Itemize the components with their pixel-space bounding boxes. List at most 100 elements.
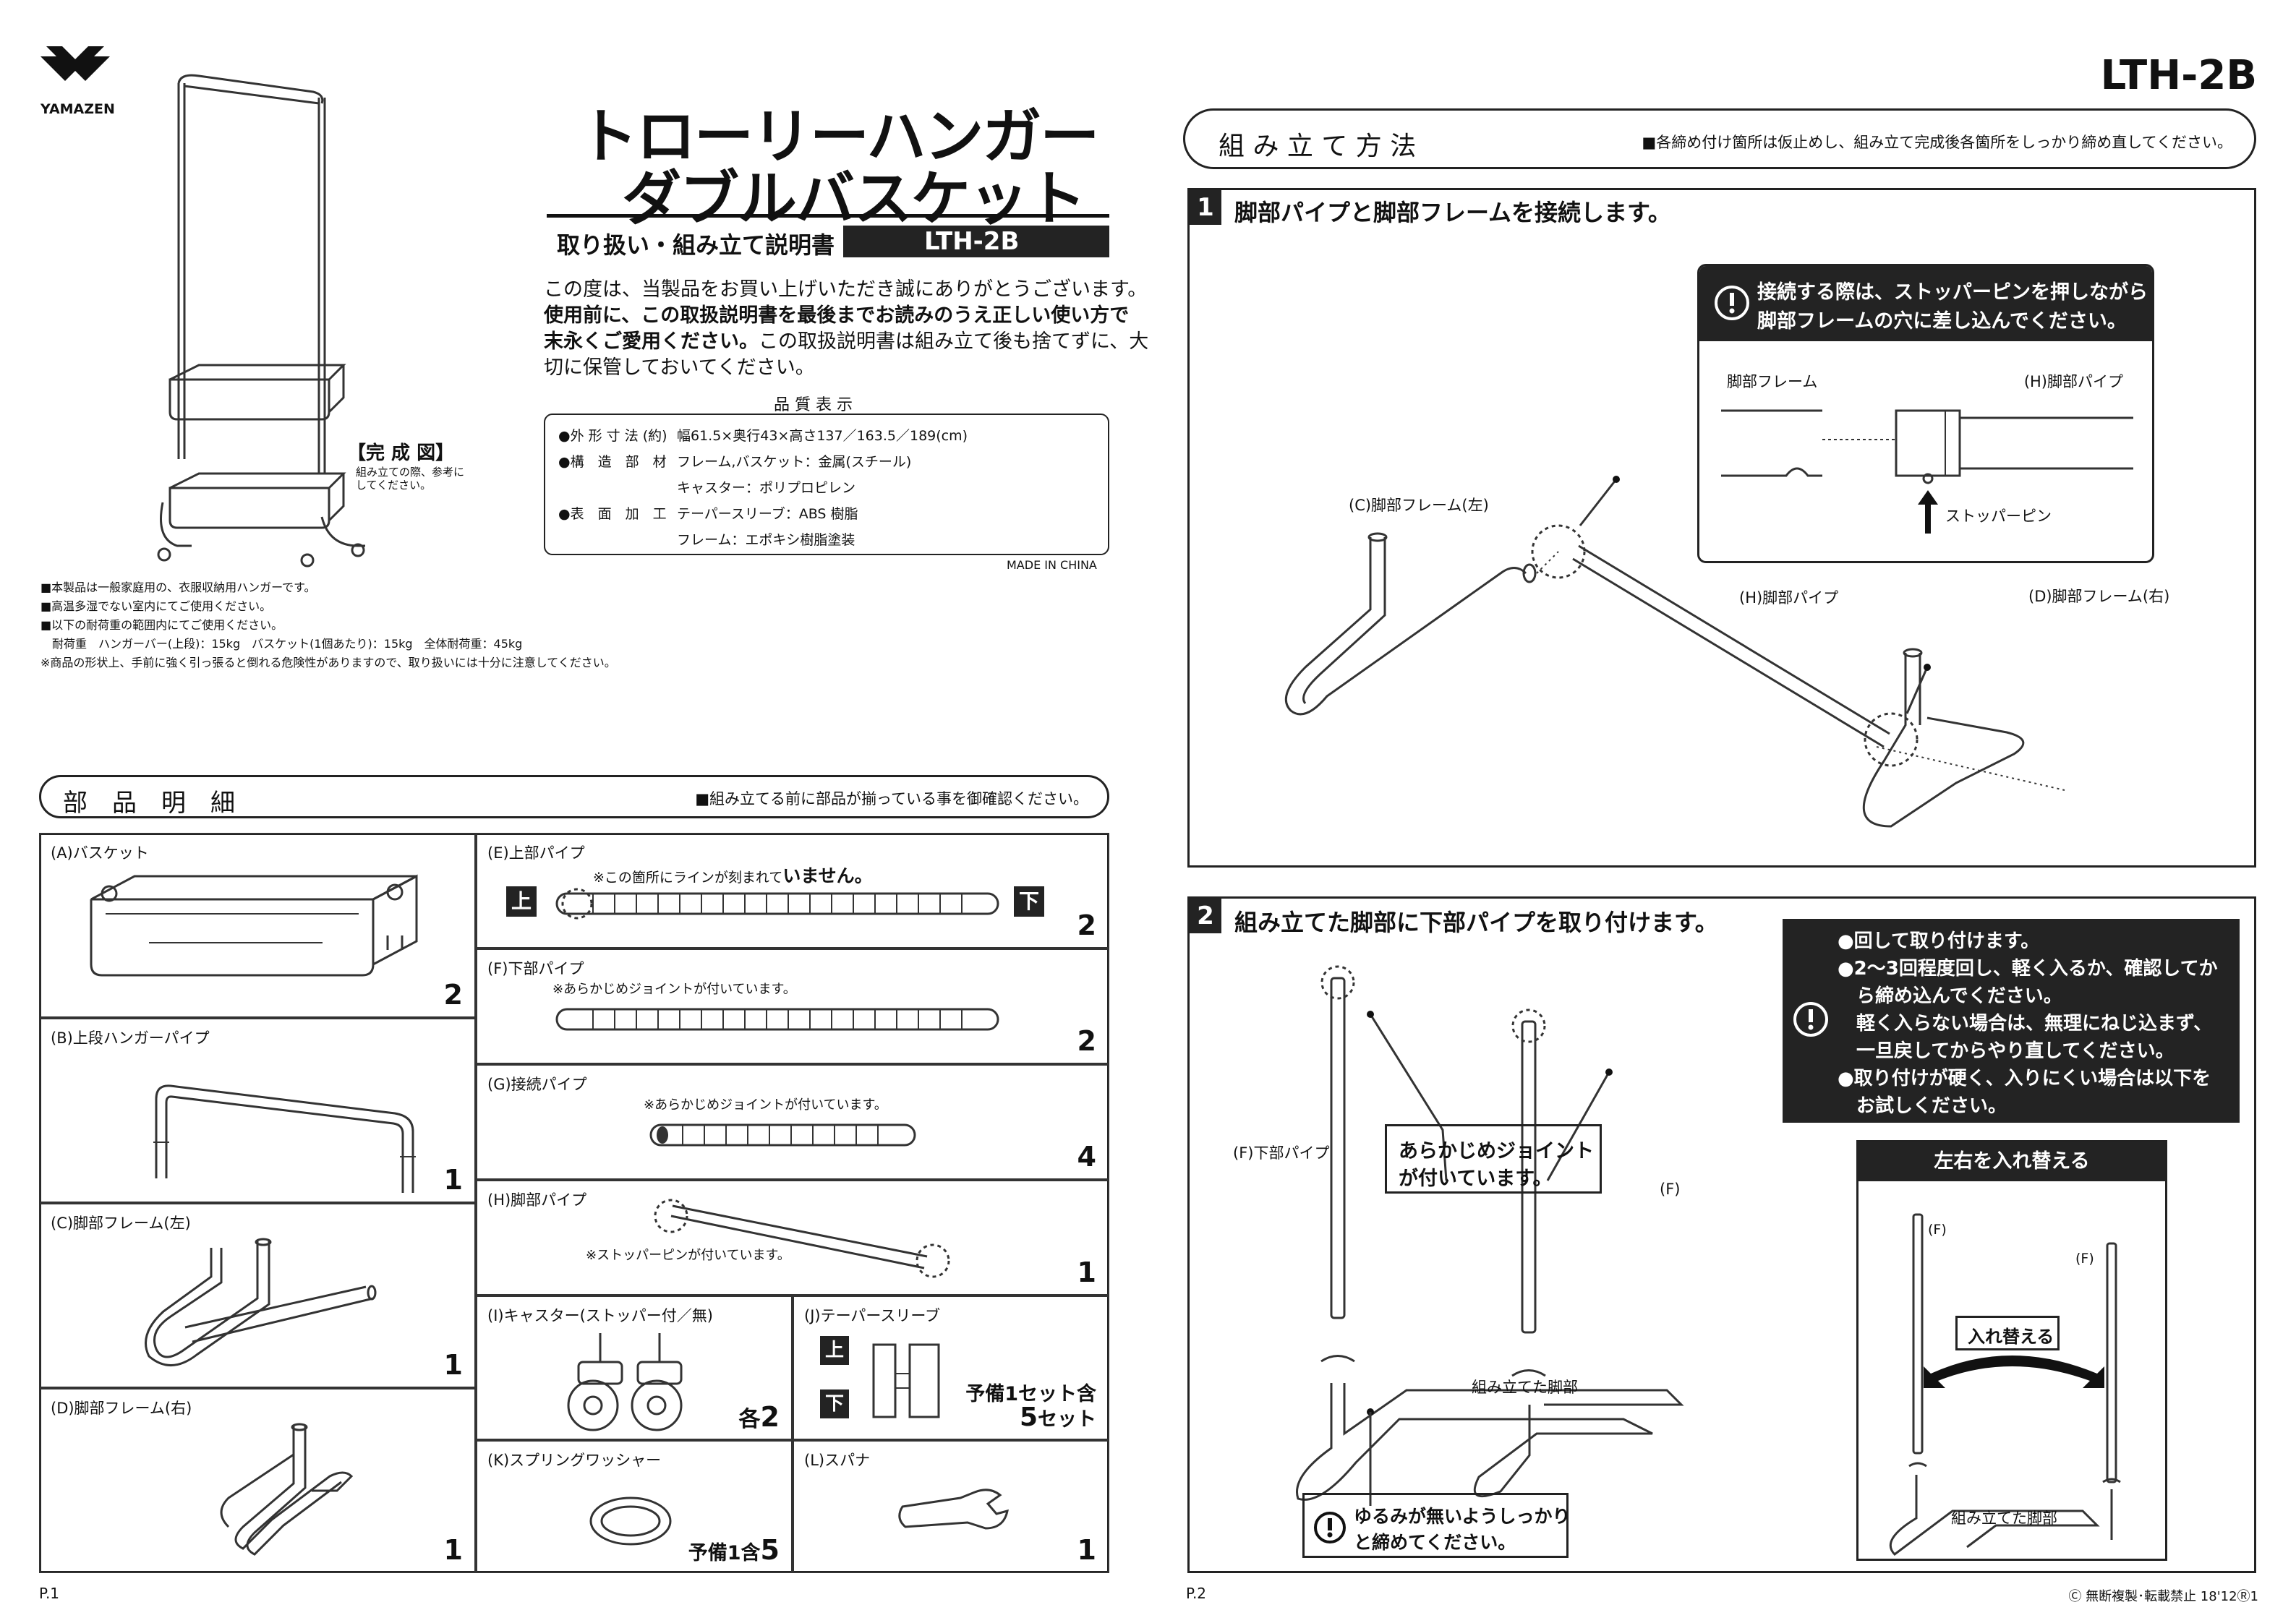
part-h-cell: (H)脚部パイプ ※ストッパーピンが付いています。 1	[476, 1180, 1109, 1296]
part-d-label: (D)脚部フレーム(右)	[51, 1400, 192, 1417]
brand-name: YAMAZEN	[40, 101, 115, 117]
title-line-1: トローリーハンガー	[579, 103, 1099, 171]
part-e-note: ※この箇所にラインが刻まれていません。	[593, 862, 873, 888]
stopper-callout: 接続する際は、ストッパーピンを押しながら 脚部フレームの穴に差し込んでください。…	[1697, 264, 2154, 563]
swap-title: 左右を入れ替える	[1858, 1142, 2165, 1181]
part-d-qty: 1	[443, 1534, 463, 1566]
part-e-note-emph: いません。	[782, 865, 873, 886]
assembly-heading: 組 み 立 て 方 法	[1219, 132, 1417, 161]
part-e-top-badge: 上	[506, 886, 537, 917]
part-f-qty: 2	[1077, 1025, 1096, 1057]
swap-label-box: 入れ替える	[1955, 1316, 2060, 1350]
caster-illustration	[567, 1333, 683, 1431]
quality-label-3: ●表 面 加 工	[558, 506, 667, 522]
rotate-warning-1: ●2～3回程度回し、軽く入るか、確認してか	[1838, 958, 2218, 980]
taper-sleeve-illustration	[872, 1343, 940, 1418]
part-c-label: (C)脚部フレーム(左)	[51, 1215, 191, 1232]
part-h-note: ※ストッパーピンが付いています。	[586, 1248, 790, 1263]
quality-box: ●外 形 寸 法 (約) 幅61.5×奥行43×高さ137／163.5／189(…	[544, 414, 1109, 555]
part-j-top-badge: 上	[820, 1336, 849, 1365]
part-i-cell: (I)キャスター(ストッパー付／無) 各2	[476, 1296, 793, 1440]
complete-note-1: 組み立ての際、参考に	[356, 466, 465, 479]
part-i-qty-value: 2	[760, 1401, 780, 1433]
callout-frame-label: 脚部フレーム	[1727, 373, 1818, 390]
model-badge-text: LTH-2B	[924, 227, 1020, 256]
part-i-label: (I)キャスター(ストッパー付／無)	[487, 1307, 713, 1324]
header-model: LTH-2B	[2100, 52, 2257, 99]
step-1-illustration	[1284, 476, 2065, 828]
parts-heading: 部 品 明 細	[63, 789, 235, 818]
complete-note-2: してください。	[356, 479, 432, 492]
quality-value-4: フレーム：エポキシ樹脂塗装	[677, 532, 855, 548]
part-k-qty-value: 5	[760, 1534, 780, 1566]
right-frame-illustration	[220, 1423, 354, 1556]
step-2-f-right-label: (F)	[1660, 1181, 1681, 1198]
rotate-warning-6: お試しください。	[1838, 1095, 2007, 1117]
rotate-warning-icon	[1793, 1002, 1828, 1037]
part-j-label: (J)テーパースリーブ	[804, 1307, 941, 1324]
part-c-cell: (C)脚部フレーム(左) 1	[39, 1203, 476, 1388]
title-line-2: ダブルバスケット	[622, 165, 1086, 234]
rotate-warning-5: ●取り付けが硬く、入りにくい場合は以下を	[1838, 1068, 2211, 1089]
intro-line-3a: 末永くご愛用ください。	[544, 330, 759, 353]
callout-pipe-label: (H)脚部パイプ	[2023, 373, 2123, 390]
swap-label: 入れ替える	[1968, 1327, 2054, 1347]
step-1-d-label: (D)脚部フレーム(右)	[2028, 588, 2170, 605]
manual-label: 取り扱い・組み立て説明書	[557, 231, 835, 259]
part-i-qty-prefix: 各	[738, 1407, 761, 1432]
yamazen-logo	[40, 46, 110, 81]
step-1-c-label: (C)脚部フレーム(左)	[1349, 497, 1489, 514]
quality-label-1: ●構 造 部 材	[558, 454, 667, 470]
step-2-number: 2	[1190, 899, 1221, 933]
swap-f-label-1: (F)	[1928, 1222, 1947, 1238]
part-a-qty: 2	[443, 979, 463, 1011]
rotate-warning-box: ●回して取り付けます。 ●2～3回程度回し、軽く入るか、確認してか ら締め込んで…	[1783, 919, 2240, 1123]
part-k-qty-prefix: 予備1含	[688, 1542, 761, 1564]
swap-base-label: 組み立てた脚部	[1951, 1509, 2057, 1527]
part-e-label: (E)上部パイプ	[487, 844, 585, 862]
complete-illustration	[157, 74, 365, 568]
assembly-note: ■各締め付け箇所は仮止めし、組み立て完成後各箇所をしっかり締め直してください。	[1642, 134, 2232, 151]
part-a-label: (A)バスケット	[51, 844, 149, 862]
stopper-detail-illustration	[1721, 409, 2133, 534]
part-j-qty-unit: セット	[1038, 1408, 1096, 1431]
step-1-h-label: (H)脚部パイプ	[1739, 589, 1839, 607]
left-frame-illustration	[145, 1238, 377, 1366]
connector-pipe-illustration	[649, 1123, 916, 1147]
assembly-heading-bar: 組 み 立 て 方 法 ■各締め付け箇所は仮止めし、組み立て完成後各箇所をしっか…	[1183, 108, 2256, 169]
part-f-note: ※あらかじめジョイントが付いています。	[552, 982, 796, 997]
part-j-qty-line1: 予備1セット含	[965, 1383, 1096, 1405]
part-k-cell: (K)スプリングワッシャー 予備1含5	[476, 1440, 793, 1573]
step-2-panel: 2 組み立てた脚部に下部パイプを取り付けます。 (F)下部パイプ (F) あらか…	[1187, 896, 2256, 1573]
joint-callout-line-2: が付いています。	[1399, 1168, 1553, 1190]
quality-label-0: ●外 形 寸 法 (約)	[558, 428, 667, 444]
step-1-title: 脚部パイプと脚部フレームを接続します。	[1234, 199, 1671, 226]
part-b-qty: 1	[443, 1164, 463, 1196]
part-h-label: (H)脚部パイプ	[487, 1191, 587, 1209]
step-1-number: 1	[1190, 190, 1221, 225]
stopper-callout-header: 接続する際は、ストッパーピンを押しながら 脚部フレームの穴に差し込んでください。	[1699, 266, 2152, 341]
quality-heading: 品 質 表 示	[774, 396, 853, 414]
step-2-base-label: 組み立てた脚部	[1472, 1379, 1578, 1396]
swap-f-label-2: (F)	[2075, 1251, 2094, 1267]
rotate-warning-4: 一旦戻してからやり直してください。	[1838, 1040, 2175, 1062]
made-in: MADE IN CHINA	[1007, 558, 1097, 572]
complete-label: 【完 成 図】	[347, 442, 455, 464]
part-j-cell: (J)テーパースリーブ 上 下 予備1セット含 5セット	[793, 1296, 1109, 1440]
part-c-qty: 1	[443, 1349, 463, 1381]
part-g-note: ※あらかじめジョイントが付いています。	[644, 1097, 887, 1113]
part-a-cell: (A)バスケット 2	[39, 833, 476, 1018]
stopper-callout-line-2: 脚部フレームの穴に差し込んでください。	[1757, 310, 2127, 333]
part-k-label: (K)スプリングワッシャー	[487, 1452, 662, 1469]
leg-pipe-illustration	[654, 1199, 950, 1278]
parts-note: ■組み立てる前に部品が揃っている事を御確認ください。	[695, 790, 1088, 808]
joint-callout: あらかじめジョイント が付いています。	[1385, 1124, 1602, 1194]
part-f-cell: (F)下部パイプ ※あらかじめジョイントが付いています。 2	[476, 948, 1109, 1064]
intro-line-1: この度は、当製品をお買い上げいただき誠にありがとうございます。	[544, 278, 1148, 301]
tighten-callout: ゆるみが無いようしっかり と締めてください。	[1302, 1493, 1571, 1558]
intro-line-2: 使用前に、この取扱説明書を最後までお読みのうえ正しい使い方で	[544, 304, 1130, 327]
quality-value-1: フレーム,バスケット：金属(スチール)	[677, 454, 912, 470]
part-j-qty-line2: 5セット	[1020, 1403, 1096, 1432]
part-l-cell: (L)スパナ 1	[793, 1440, 1109, 1573]
page-1-number: P.1	[39, 1585, 60, 1602]
